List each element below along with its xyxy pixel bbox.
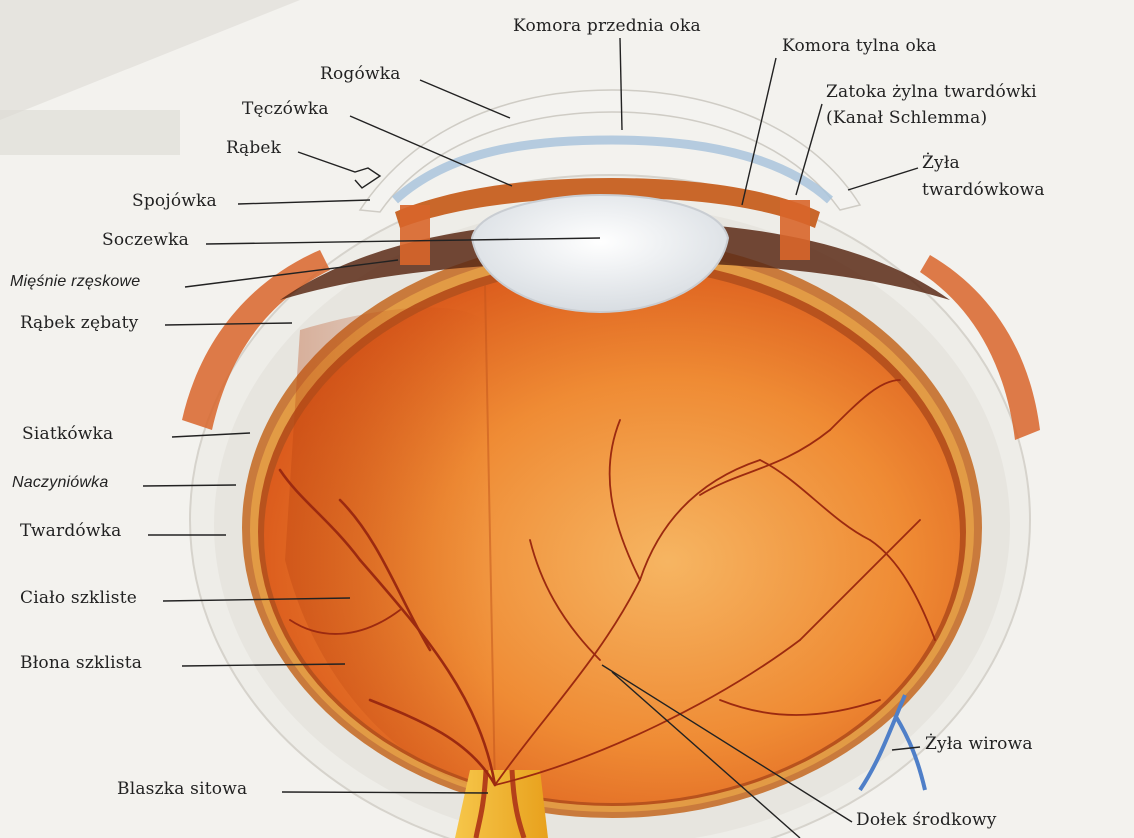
label-twardowka: Twardówka xyxy=(20,523,121,540)
label-zatoka-zylna-twardowki: Zatoka żylna twardówki xyxy=(826,84,1037,101)
label-zyla-wirowa: Żyła wirowa xyxy=(925,736,1033,753)
label-spojowka: Spojówka xyxy=(132,193,217,210)
label-blona-szklista: Błona szklista xyxy=(20,655,142,672)
leader-blaszka-sitowa xyxy=(282,792,488,793)
label-zyla: Żyła xyxy=(922,155,960,172)
label-blaszka-sitowa: Blaszka sitowa xyxy=(117,781,247,798)
label-dolek-srodkowy: Dołek środkowy xyxy=(856,812,997,829)
label-teczowka: Tęczówka xyxy=(242,101,329,118)
label-twardowkowa: twardówkowa xyxy=(922,182,1045,199)
label-komora-przednia-oka: Komora przednia oka xyxy=(513,18,701,35)
label-siatkowka: Siatkówka xyxy=(22,426,113,443)
leader-naczyniowka xyxy=(143,485,236,486)
label-rogowka: Rogówka xyxy=(320,66,401,83)
label-naczyniowka: Naczyniówka xyxy=(12,475,108,491)
optic-nerve xyxy=(455,770,548,838)
label-komora-tylna-oka: Komora tylna oka xyxy=(782,38,937,55)
label-kanal-schlemma: (Kanał Schlemma) xyxy=(826,110,987,127)
label-soczewka: Soczewka xyxy=(102,232,189,249)
label-rabek: Rąbek xyxy=(226,140,281,157)
label-rabek-zebaty: Rąbek zębaty xyxy=(20,315,138,332)
label-cialo-szkliste: Ciało szkliste xyxy=(20,590,137,607)
label-miesnie-rzeskowe: Mięśnie rzęskowe xyxy=(10,274,140,290)
